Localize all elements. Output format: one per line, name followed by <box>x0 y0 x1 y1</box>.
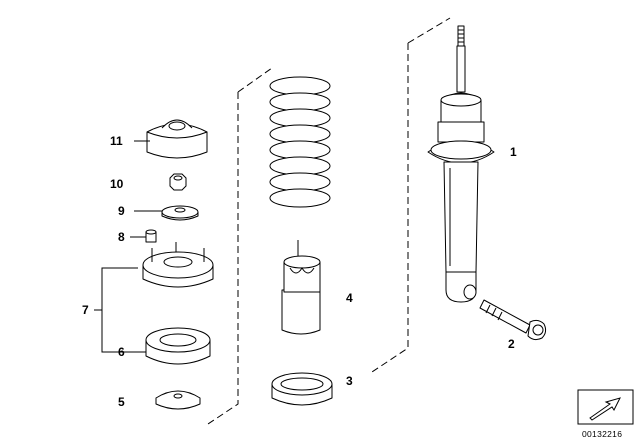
part-label-4: 4 <box>346 291 353 305</box>
part-label-3: 3 <box>346 374 353 388</box>
washer <box>161 205 199 221</box>
part-label-7: 7 <box>82 303 89 317</box>
shock-absorber <box>427 25 495 303</box>
small-nut <box>145 229 157 243</box>
part-label-1: 1 <box>510 145 517 159</box>
part-label-5: 5 <box>118 395 125 409</box>
part-label-6: 6 <box>118 345 125 359</box>
coil-spring <box>269 76 331 208</box>
support-bearing <box>142 242 214 288</box>
arrow-icon <box>589 397 621 421</box>
lower-spring-pad <box>271 372 333 406</box>
nut <box>169 173 187 191</box>
part-label-11: 11 <box>110 134 123 148</box>
reference-number: 00132216 <box>582 429 622 439</box>
leader-lines <box>94 140 162 353</box>
bolt <box>479 299 547 341</box>
top-cap <box>146 119 208 159</box>
assembly-guide-lines <box>204 17 451 427</box>
bump-stop <box>281 240 321 335</box>
part-label-8: 8 <box>118 230 125 244</box>
part-label-10: 10 <box>110 177 124 191</box>
part-labels: 1 2 3 4 5 6 7 8 9 10 11 <box>82 134 517 409</box>
part-label-2: 2 <box>508 337 515 351</box>
part-label-9: 9 <box>118 204 125 218</box>
reference-box: 00132216 <box>577 389 634 439</box>
lower-cap <box>155 390 201 410</box>
rubber-mount-ring <box>145 327 211 365</box>
